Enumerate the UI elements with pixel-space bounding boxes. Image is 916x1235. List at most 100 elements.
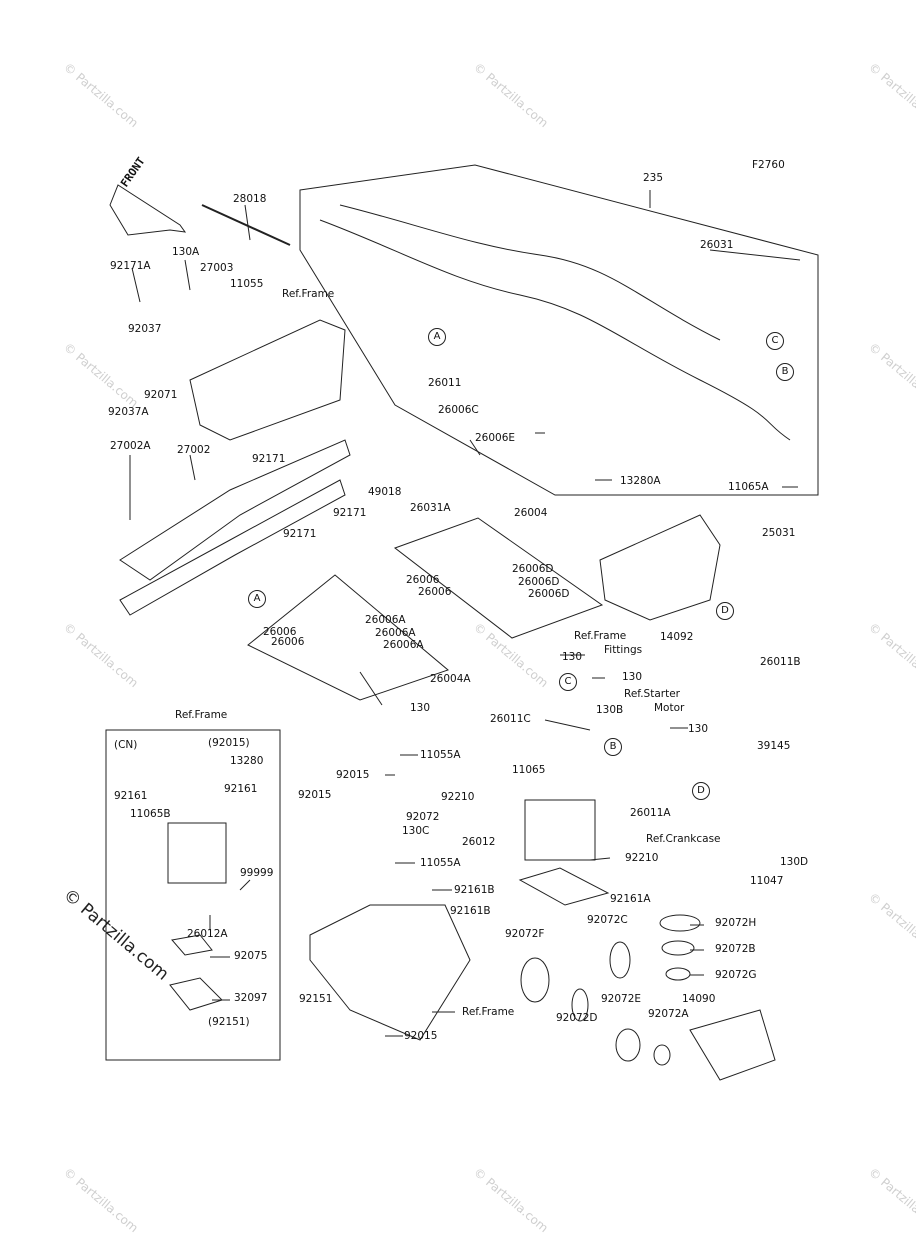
part-label: 26004 [514,507,548,519]
callout-a: A [248,590,266,608]
part-label: 28018 [233,193,267,205]
callout-c: C [559,673,577,691]
harness-box-outline [299,164,819,496]
part-label: 130C [402,825,430,837]
part-label: 92072D [556,1012,598,1024]
part-label: 27003 [200,262,234,274]
front-frame-shape-2 [119,479,346,616]
part-label: 92151 [299,993,333,1005]
part-label: 92072C [587,914,628,926]
part-label: 130A [172,246,200,258]
callout-d: D [716,602,734,620]
part-label: 11065A [728,481,769,493]
part-label: 26006 [418,586,452,598]
battery-26012 [524,799,596,861]
callout-b: B [776,363,794,381]
part-label: 26031 [700,239,734,251]
part-label: 26012A [187,928,228,940]
part-label: 92072A [648,1008,689,1020]
part-label: 11047 [750,875,784,887]
part-label: 92171 [252,453,286,465]
fuse-box-26004-outline [393,517,604,639]
part-label: 14090 [682,993,716,1005]
part-label: 26006A [365,614,406,626]
part-label: 92161 [114,790,148,802]
part-label: 92075 [234,950,268,962]
part-label: 92072G [715,969,757,981]
part-label: Ref.Frame [574,630,627,642]
part-label: 92072H [715,917,757,929]
rear-frame-shape [309,904,471,1041]
part-label: 92072 [406,811,440,823]
part-label: 92161 [224,783,258,795]
part-label: 26006A [383,639,424,651]
part-label: 32097 [234,992,268,1004]
frame-fittings-shape [599,514,721,621]
part-label: 92072E [601,993,642,1005]
part-label: 26006C [438,404,479,416]
part-label: 11065 [512,764,546,776]
fuse-box-26004A-outline [247,574,449,701]
part-label: 92037 [128,323,162,335]
part-label: 130 [562,651,583,663]
part-label: 49018 [368,486,402,498]
part-label: Ref.Crankcase [646,833,721,845]
part-label: Ref.Frame [282,288,335,300]
callout-b: B [604,738,622,756]
part-label: 130D [780,856,809,868]
cn-inset-box [105,729,281,1061]
part-label: 92161A [610,893,651,905]
part-label: 92071 [144,389,178,401]
part-label: 13280A [620,475,661,487]
part-label: 13280 [230,755,264,767]
callout-d: D [692,782,710,800]
part-label: 26031A [410,502,451,514]
part-label: Fittings [604,644,643,656]
part-label: 130B [596,704,624,716]
part-label: 130 [622,671,643,683]
part-label: 26006D [518,576,560,588]
part-label: 26011A [630,807,671,819]
front-frame-shape [119,439,351,581]
part-label: 92161B [450,905,491,917]
part-label: 92015 [298,789,332,801]
part-label: (92151) [208,1016,250,1028]
part-label: 26011B [760,656,801,668]
part-label: 92171 [283,528,317,540]
part-label: 92015 [404,1030,438,1042]
callout-c: C [766,332,784,350]
part-label: Ref.Frame [175,709,228,721]
part-label: 99999 [240,867,274,879]
part-label: 235 [643,172,664,184]
front-arrow-shape [109,184,187,236]
part-label: 26006E [475,432,516,444]
part-label: 26006A [375,627,416,639]
part-label: 26006D [512,563,554,575]
part-label: 92210 [441,791,475,803]
part-label: 14092 [660,631,694,643]
part-label: 130 [410,702,431,714]
part-label: 92015 [336,769,370,781]
part-label: 26006D [528,588,570,600]
top-frame-shape [189,319,346,441]
part-label: 130 [688,723,709,735]
callout-a: A [428,328,446,346]
part-label: 26006 [406,574,440,586]
part-label: 26006 [263,626,297,638]
cover-14090 [689,1009,776,1081]
part-label: (CN) [114,739,138,751]
part-label: 92072F [505,928,545,940]
part-label: 92037A [108,406,149,418]
parts-diagram-drawing [105,164,819,1081]
part-label: 92171A [110,260,151,272]
part-label: 27002A [110,440,151,452]
part-label: 39145 [757,740,791,752]
part-label: Ref.Frame [462,1006,515,1018]
part-label: 11055 [230,278,264,290]
part-label: 26004A [430,673,471,685]
part-label: 11065B [130,808,171,820]
part-label: 11055A [420,857,461,869]
part-label: 92161B [454,884,495,896]
part-label: 92210 [625,852,659,864]
part-label: (92015) [208,737,250,749]
